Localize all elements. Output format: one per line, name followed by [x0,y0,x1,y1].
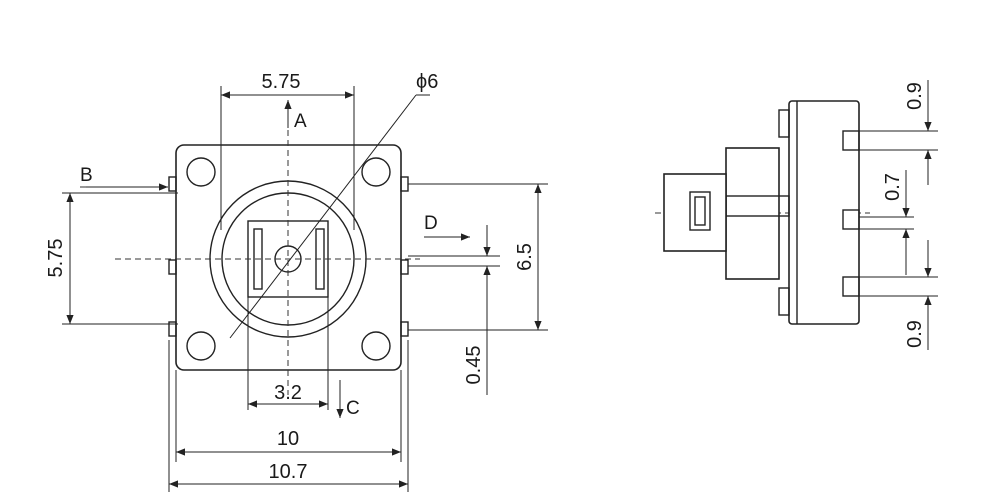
side-body [788,100,860,325]
dim-top-pin: 0.9 [904,82,926,110]
dim-right-height: 6.5 [514,243,536,271]
section-label-d: D [424,213,438,234]
dim-overall-width: 10.7 [269,461,308,483]
dim-pin-offset: 0.45 [463,346,485,385]
dim-bottom-pin: 0.9 [904,320,926,348]
dim-pin-pitch: 0.7 [882,173,904,201]
dim-body-width: 10 [277,428,299,450]
dim-left-height: 5.75 [45,239,67,278]
dim-diameter: ϕ6 [416,71,438,93]
terminal-tabs [168,176,409,337]
corner-holes [186,157,391,361]
front-view: 5.75 ϕ6 5.75 6.5 0.45 3.2 10 10.7 A B C … [45,71,548,492]
section-label-c: C [346,398,360,419]
dim-top-width: 5.75 [262,71,301,93]
side-plunger-housing [725,147,780,280]
section-label-a: A [294,111,307,132]
section-label-b: B [80,165,93,186]
dim-inner-width: 3.2 [274,382,302,404]
side-view: 0.9 0.7 0.9 [655,80,938,350]
side-pins [842,130,860,297]
